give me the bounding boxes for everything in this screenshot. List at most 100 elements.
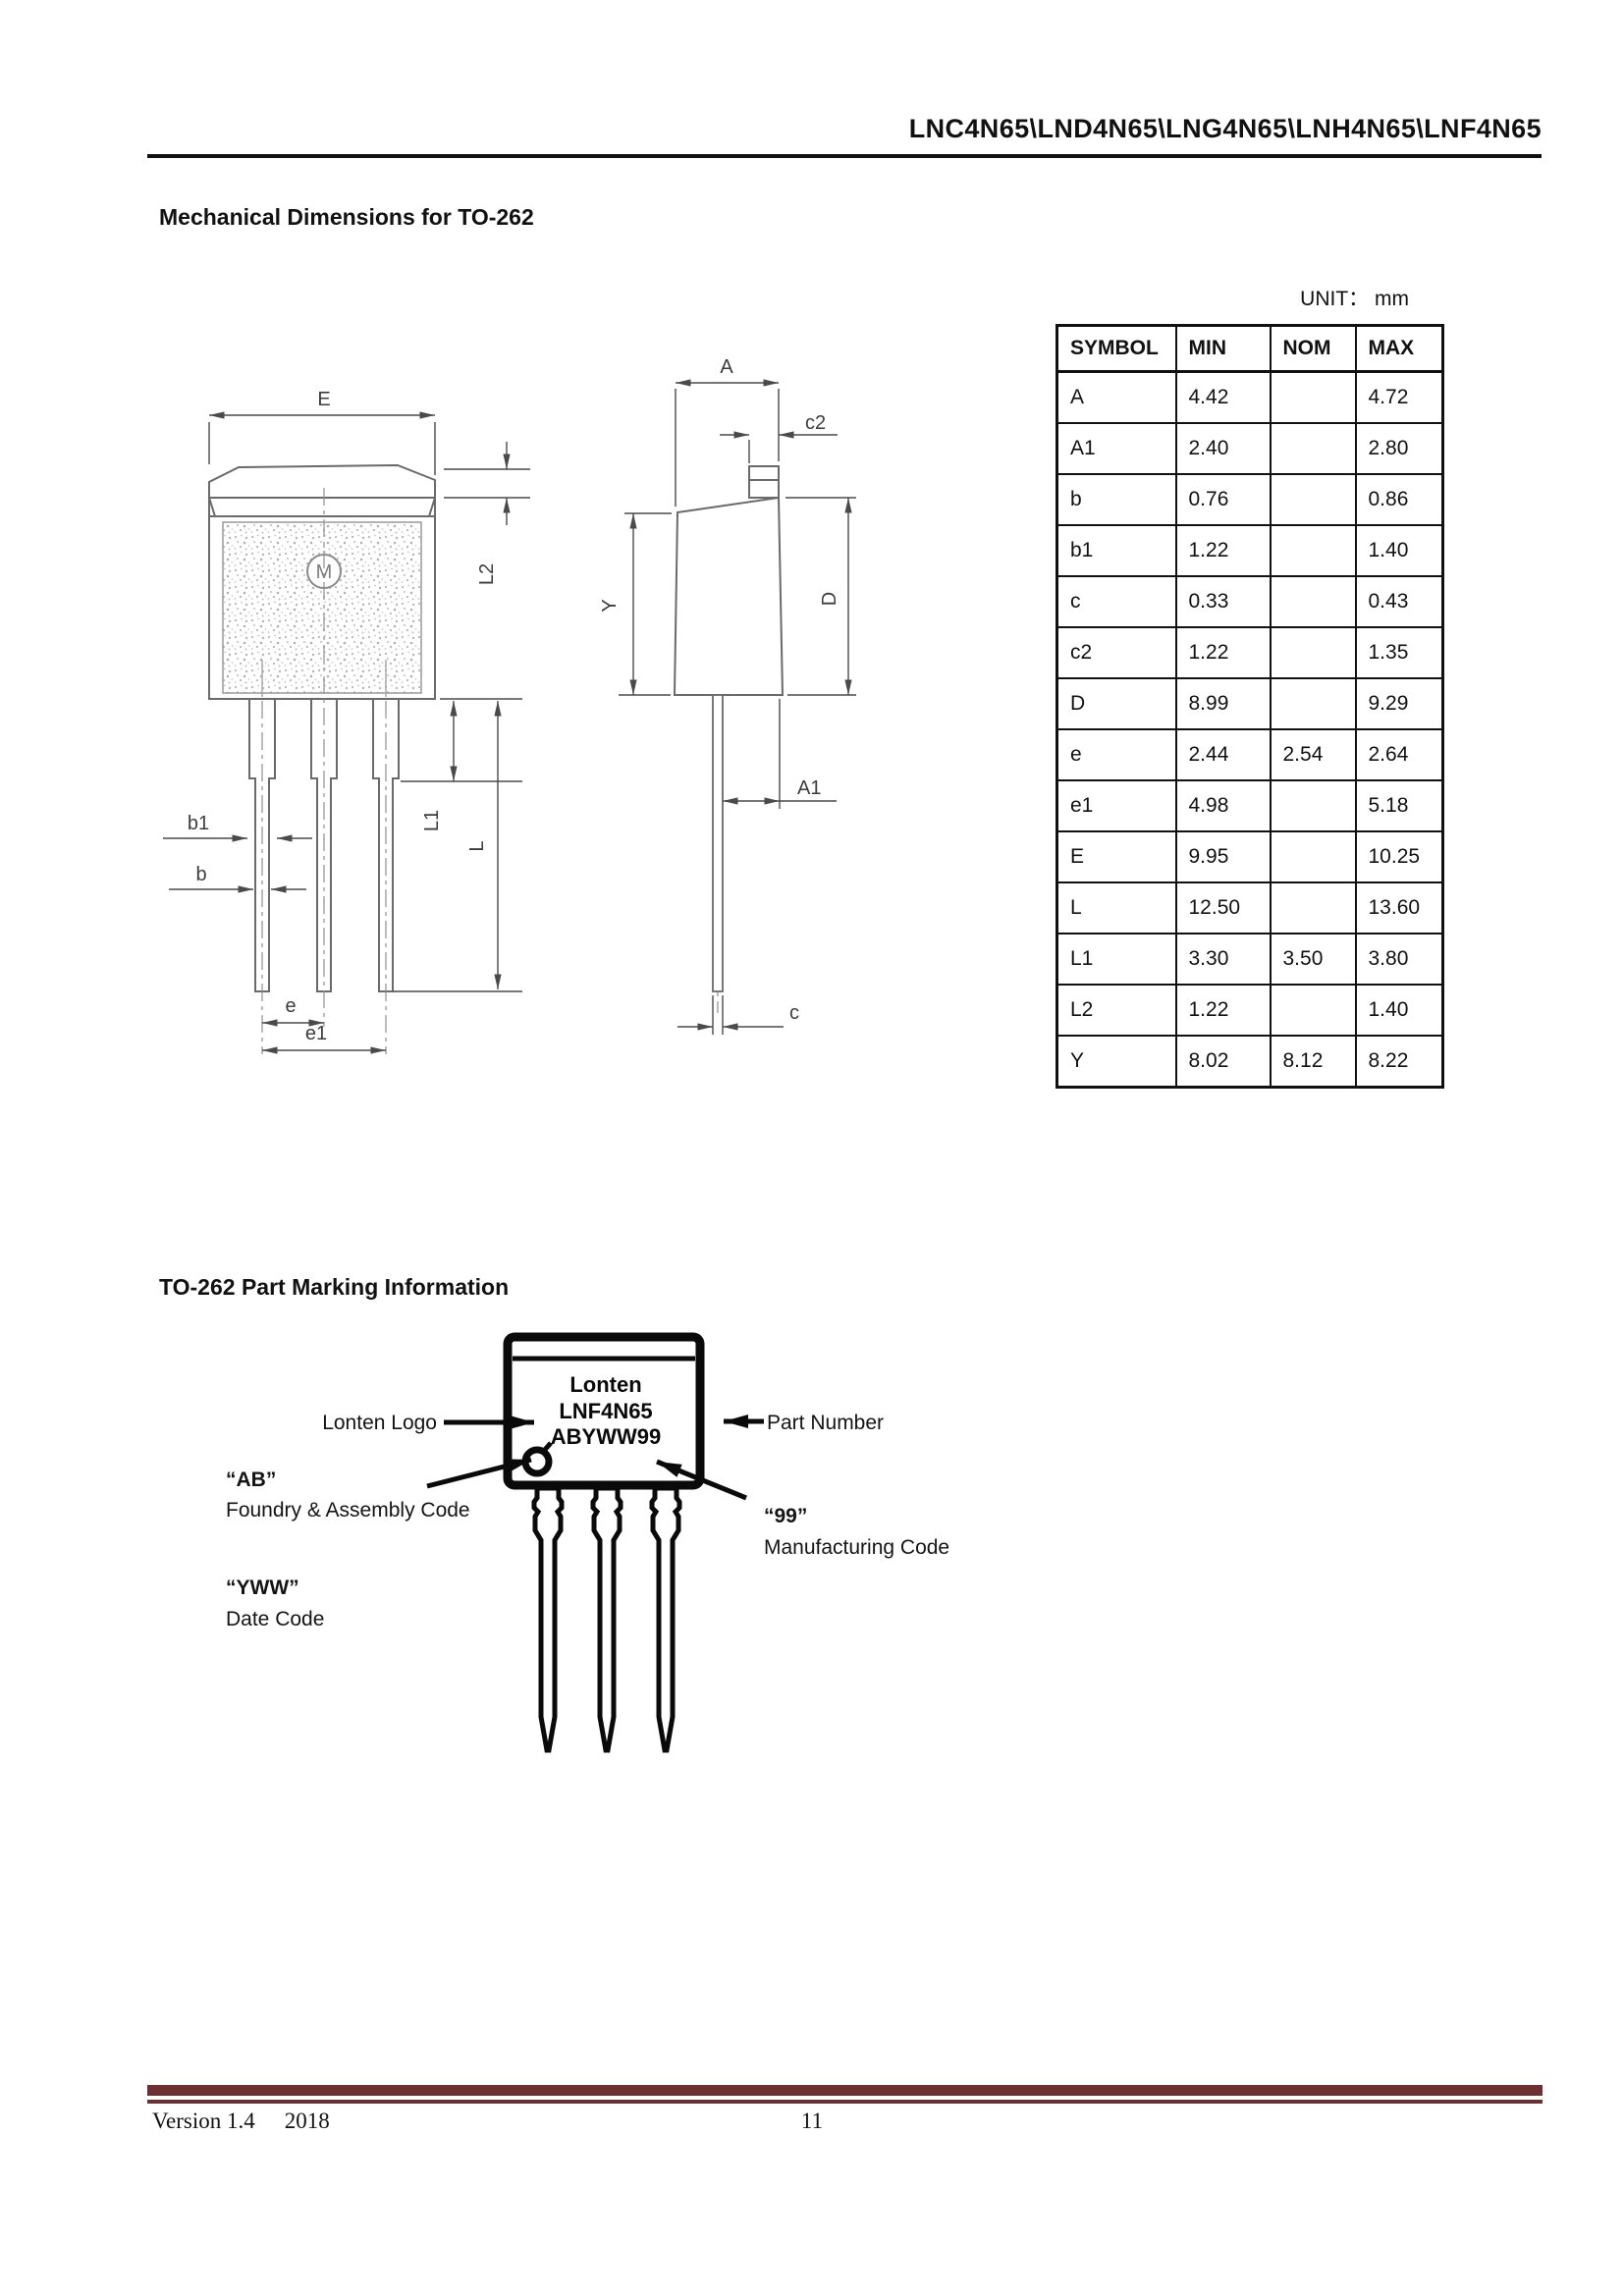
- front-view: [208, 463, 436, 992]
- header-rule: [147, 154, 1542, 158]
- part-marking-diagram: Lonten LNF4N65 ABYWW99 Lonten Logo Part …: [226, 1332, 949, 1753]
- footer-version-label: Version 1.4: [152, 2109, 255, 2133]
- column-header-max: MAX: [1354, 324, 1444, 373]
- cell-min: 12.50: [1174, 881, 1272, 934]
- cell-max: 1.40: [1354, 984, 1444, 1037]
- cell-max: 2.64: [1354, 728, 1444, 781]
- footer-page-number: 11: [800, 2109, 824, 2133]
- cell-max: 13.60: [1354, 881, 1444, 934]
- callout-labels: Lonten Logo Part Number “AB” Foundry & A…: [226, 1412, 949, 1630]
- cell-min: 2.40: [1174, 422, 1272, 475]
- cell-max: 8.22: [1354, 1035, 1444, 1089]
- dim-label-e: e: [285, 995, 296, 1017]
- dimensions-table: SYMBOL MIN NOM MAX A 4.42 4.72 A1 2.40 2…: [1056, 324, 1444, 1089]
- cell-nom: [1269, 575, 1357, 628]
- cell-max: 1.40: [1354, 524, 1444, 577]
- table-row: c2 1.22 1.35: [1056, 626, 1444, 679]
- table-row: e 2.44 2.54 2.64: [1056, 728, 1444, 781]
- package-outline-drawing: M: [163, 356, 856, 1054]
- table-row: E 9.95 10.25: [1056, 830, 1444, 883]
- cell-nom: [1269, 422, 1357, 475]
- foundry-code: “AB”: [226, 1468, 276, 1491]
- table-row: b 0.76 0.86: [1056, 473, 1444, 526]
- table-header-row: SYMBOL MIN NOM MAX: [1056, 324, 1444, 373]
- column-header-symbol: SYMBOL: [1056, 324, 1177, 373]
- logo-mark-icon: [521, 1441, 553, 1477]
- cell-symbol: b1: [1056, 524, 1177, 577]
- table-row: L1 3.30 3.50 3.80: [1056, 933, 1444, 986]
- cell-nom: [1269, 830, 1357, 883]
- dim-label-b1: b1: [188, 813, 209, 834]
- mfg-code: “99”: [764, 1505, 807, 1527]
- cell-min: 0.33: [1174, 575, 1272, 628]
- side-tab: [748, 465, 780, 499]
- front-dimension-labels: E L2 L1 L b1 b e e1: [188, 389, 498, 1044]
- footer-version: Version 1.4 2018: [152, 2109, 330, 2134]
- dim-label-Y: Y: [599, 599, 621, 612]
- cell-nom: [1269, 626, 1357, 679]
- cell-nom: [1269, 473, 1357, 526]
- mfg-desc: Manufacturing Code: [764, 1536, 949, 1559]
- side-body-outline: [673, 496, 785, 696]
- cell-symbol: E: [1056, 830, 1177, 883]
- footer-year: 2018: [284, 2109, 330, 2133]
- logo-letter: M: [316, 561, 333, 583]
- part-number-callout: Part Number: [767, 1412, 884, 1434]
- marked-lead-left: [531, 1485, 565, 1753]
- dim-label-E: E: [317, 389, 330, 410]
- cell-nom: 2.54: [1269, 728, 1357, 781]
- date-desc: Date Code: [226, 1608, 324, 1630]
- marked-package: Lonten LNF4N65 ABYWW99: [503, 1332, 705, 1753]
- cell-symbol: A1: [1056, 422, 1177, 475]
- marked-lead-right: [649, 1485, 682, 1753]
- table-row: b1 1.22 1.40: [1056, 524, 1444, 577]
- dim-label-c2: c2: [805, 412, 826, 434]
- table-row: A1 2.40 2.80: [1056, 422, 1444, 475]
- cell-nom: [1269, 881, 1357, 934]
- table-row: L2 1.22 1.40: [1056, 984, 1444, 1037]
- dim-label-A1: A1: [797, 777, 821, 799]
- cell-symbol: L: [1056, 881, 1177, 934]
- cell-max: 3.80: [1354, 933, 1444, 986]
- dim-label-b: b: [195, 864, 206, 885]
- dim-label-D: D: [819, 592, 840, 606]
- cell-min: 2.44: [1174, 728, 1272, 781]
- header-part-numbers: LNC4N65\LND4N65\LNG4N65\LNH4N65\LNF4N65: [908, 114, 1542, 143]
- cell-symbol: c2: [1056, 626, 1177, 679]
- date-code: “YWW”: [226, 1576, 299, 1599]
- cell-min: 4.42: [1174, 370, 1272, 424]
- side-lead: [712, 694, 724, 992]
- cell-symbol: e1: [1056, 779, 1177, 832]
- cell-min: 8.02: [1174, 1035, 1272, 1089]
- table-row: L 12.50 13.60: [1056, 881, 1444, 934]
- cell-symbol: L1: [1056, 933, 1177, 986]
- side-view: [673, 465, 785, 992]
- dim-label-L1: L1: [421, 810, 443, 831]
- cell-symbol: c: [1056, 575, 1177, 628]
- marked-lead-middle: [590, 1485, 623, 1753]
- lead-left: [248, 698, 276, 992]
- front-dimensions: [163, 411, 530, 1054]
- dim-label-L: L: [466, 840, 488, 851]
- mech-dimensions-heading: Mechanical Dimensions for TO-262: [159, 204, 534, 230]
- mfg-code-arrow: [656, 1459, 747, 1501]
- cell-min: 9.95: [1174, 830, 1272, 883]
- column-header-nom: NOM: [1269, 324, 1357, 373]
- callout-arrows: [426, 1415, 764, 1501]
- cell-min: 1.22: [1174, 626, 1272, 679]
- cell-max: 4.72: [1354, 370, 1444, 424]
- marking-line1: Lonten: [569, 1372, 641, 1397]
- unit-label: UNIT： mm: [1300, 288, 1409, 310]
- cell-min: 8.99: [1174, 677, 1272, 730]
- cell-nom: [1269, 677, 1357, 730]
- cell-max: 0.86: [1354, 473, 1444, 526]
- side-dimensions: [619, 379, 856, 1035]
- cell-nom: [1269, 370, 1357, 424]
- cell-nom: 8.12: [1269, 1035, 1357, 1089]
- table-row: D 8.99 9.29: [1056, 677, 1444, 730]
- side-dimension-labels: A c2 Y D A1 c: [599, 356, 840, 1024]
- logo-callout: Lonten Logo: [322, 1412, 437, 1434]
- cell-max: 1.35: [1354, 626, 1444, 679]
- column-header-min: MIN: [1174, 324, 1272, 373]
